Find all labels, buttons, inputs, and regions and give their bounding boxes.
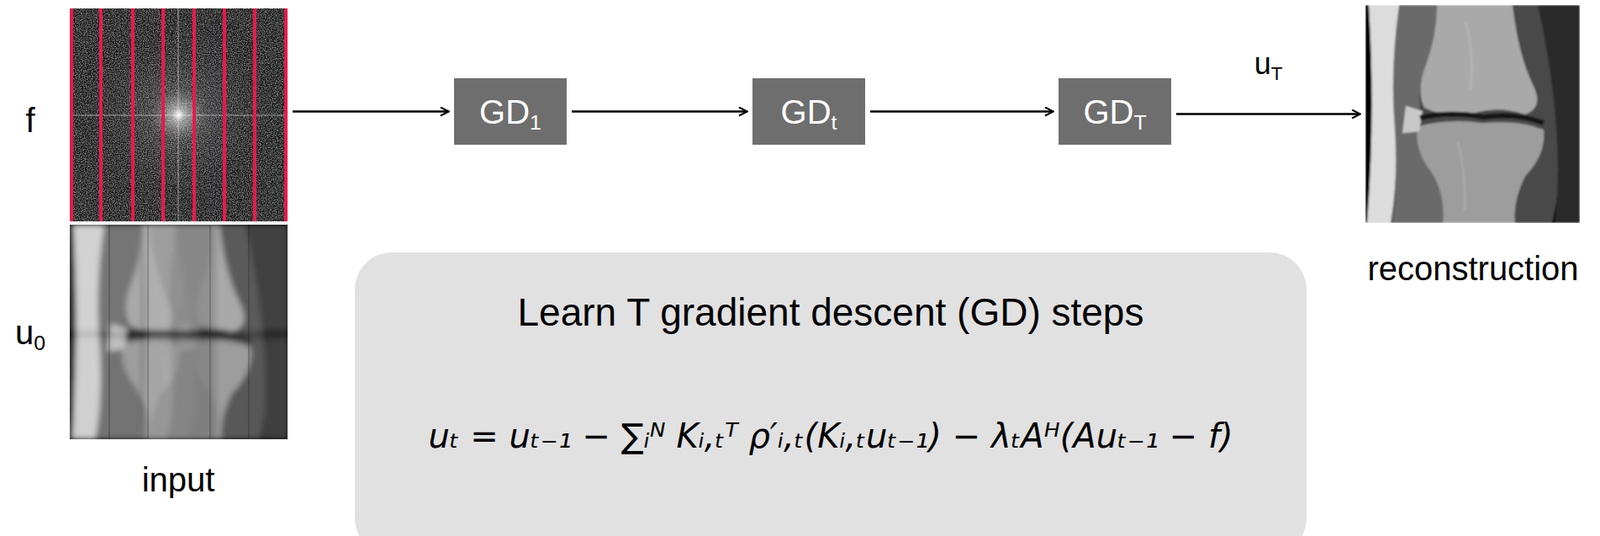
- input-image: [69, 224, 288, 439]
- caption-label: reconstruction: [1367, 248, 1579, 288]
- step-label: GDt: [781, 92, 838, 132]
- variable-label: u0: [15, 312, 46, 352]
- reconstruction-node: reconstruction: [1365, 5, 1580, 223]
- flow-arrow: [1176, 112, 1361, 116]
- process-box: GD1: [454, 78, 567, 145]
- process-box: GDT: [1058, 78, 1172, 145]
- step-label: GD1: [479, 92, 542, 132]
- step-label: GDT: [1082, 92, 1146, 132]
- reconstruction-image: [1365, 5, 1580, 223]
- kspace-image: [69, 8, 288, 222]
- formula: uₜ = uₜ₋₁ − ∑ᵢᴺ Kᵢ,ₜᵀ ρ′ᵢ,ₜ(Kᵢ,ₜuₜ₋₁) − …: [427, 416, 1233, 455]
- caption-label: input: [142, 459, 216, 499]
- edge-label: uT: [1251, 46, 1286, 81]
- process-box: GDt: [752, 78, 866, 145]
- flow-arrow: [870, 110, 1054, 113]
- flow-arrow: [292, 110, 449, 113]
- variable-label: f: [25, 100, 35, 140]
- flow-arrow: [571, 110, 748, 113]
- input-image-node: u0input: [69, 224, 288, 439]
- info-panel: Learn T gradient descent (GD) steps uₜ = …: [354, 252, 1307, 536]
- panel-heading: Learn T gradient descent (GD) steps: [517, 290, 1145, 335]
- kspace-node: f: [69, 8, 288, 222]
